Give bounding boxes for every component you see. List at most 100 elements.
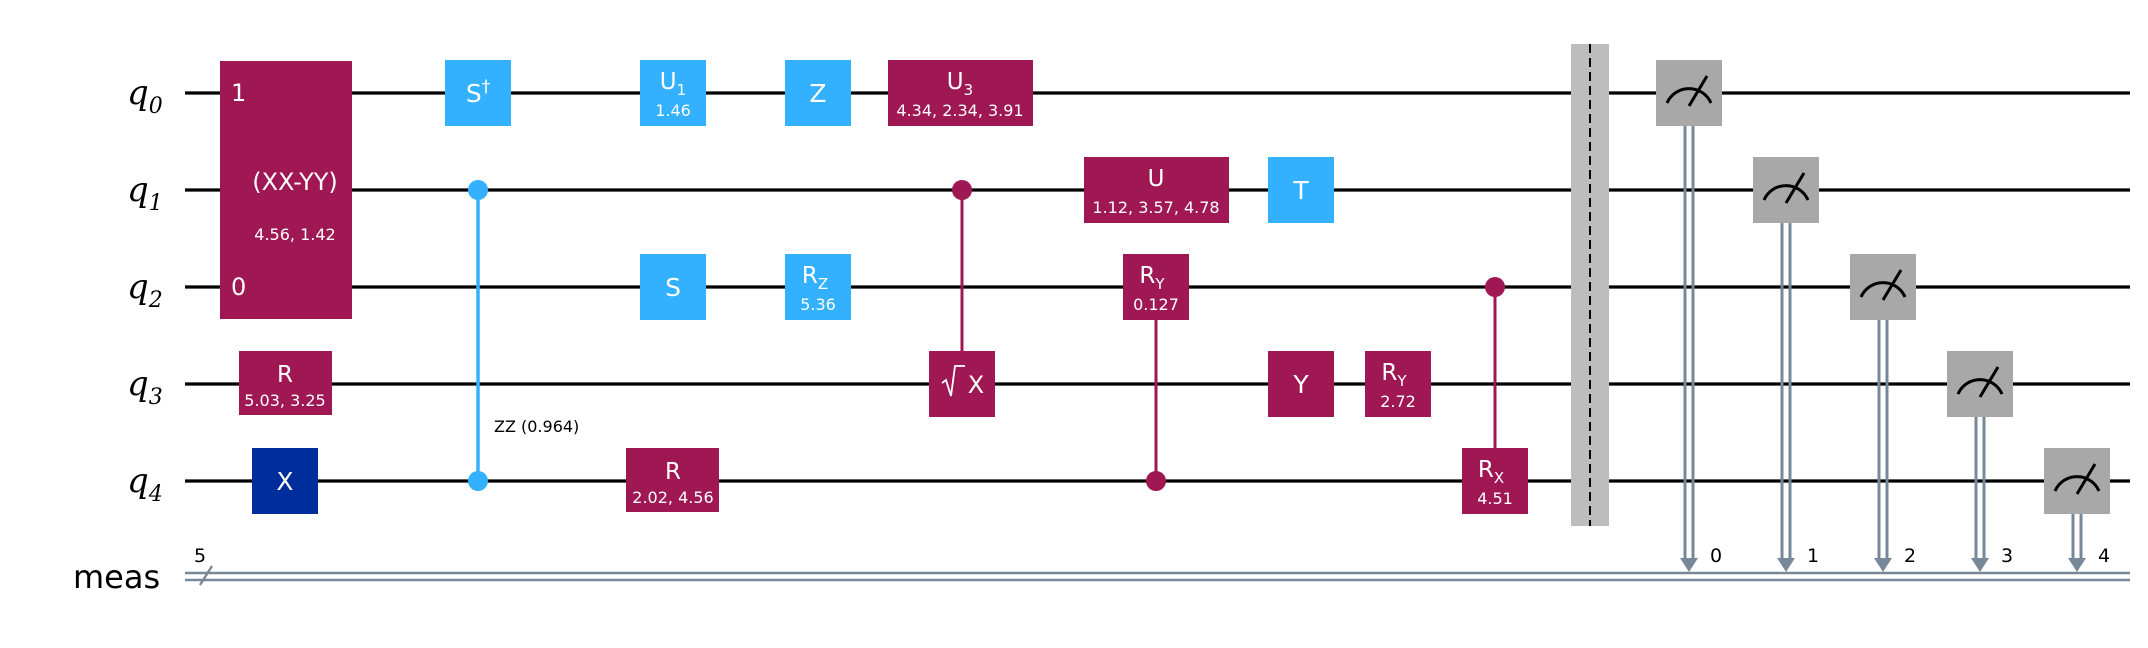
z-gate-q0-name: Z xyxy=(809,79,826,108)
measure-q3-box xyxy=(1947,351,2013,417)
classical-bit-label-2: 2 xyxy=(1904,545,1916,567)
measure-q1-box xyxy=(1753,157,1819,223)
meter-needle-icon xyxy=(1881,269,1903,301)
cry-control-q4 xyxy=(1146,471,1166,491)
z-gate-q0: Z xyxy=(785,60,851,126)
csx-control-q1 xyxy=(952,180,972,200)
u3-gate-q0-params: 4.34, 2.34, 3.91 xyxy=(896,101,1023,120)
xxyy-index-bottom: 0 xyxy=(231,273,246,301)
meter-needle-icon xyxy=(1784,172,1806,204)
qubit-label-q4: q4 xyxy=(127,461,163,507)
sx-gate-q3-name: X xyxy=(968,371,984,399)
r-gate-q4-params: 2.02, 4.56 xyxy=(632,488,713,507)
measure-q3-arrow xyxy=(1971,558,1989,572)
u-gate-q1-box xyxy=(1084,157,1229,223)
r-gate-q4-name: R xyxy=(665,459,681,485)
sqrt-icon xyxy=(941,365,965,397)
qubit-labels: q0 q1 q2 q3 q4 meas xyxy=(73,73,163,596)
measure-q4-box xyxy=(2044,448,2110,514)
xxyy-gate-box xyxy=(220,61,352,319)
classical-bit-label-4: 4 xyxy=(2098,545,2110,567)
u-gate-q1-name: U xyxy=(1148,166,1165,192)
ry-gate-q2-name: RY xyxy=(1139,263,1165,293)
measure-q2: 2 xyxy=(1850,254,1916,572)
x-gate-q4: X xyxy=(252,448,318,514)
crx-gate: RX 4.51 xyxy=(1462,277,1528,514)
meter-needle-icon xyxy=(1978,366,2000,398)
u3-gate-q0-box xyxy=(888,60,1033,126)
rz-gate-q2-name: RZ xyxy=(802,263,828,293)
sx-gate-q3-box xyxy=(929,351,995,417)
classical-bus-slash xyxy=(198,565,214,586)
u3-gate-q0: U3 4.34, 2.34, 3.91 xyxy=(888,60,1033,126)
xxyy-gate: 1 0 (XX-YY) 4.56, 1.42 xyxy=(220,61,352,319)
classical-register-size: 5 xyxy=(194,545,206,567)
y-gate-q3-name: Y xyxy=(1292,370,1309,399)
r-gate-q3: R 5.03, 3.25 xyxy=(239,351,332,415)
measure-q4: 4 xyxy=(2044,448,2110,572)
zz-gate-label: ZZ (0.964) xyxy=(494,417,579,436)
measure-q4-arrow xyxy=(2068,558,2086,572)
zz-control-q1 xyxy=(468,180,488,200)
x-gate-q4-name: X xyxy=(276,467,293,496)
meter-arc-icon xyxy=(1665,87,1713,104)
qubit-label-q3: q3 xyxy=(127,364,163,410)
u1-gate-q0-name: U1 xyxy=(660,69,686,99)
zz-gate: ZZ (0.964) xyxy=(468,180,579,491)
ry-gate-q3: RY 2.72 xyxy=(1365,351,1431,417)
ry-gate-q2-box xyxy=(1123,254,1189,320)
rz-gate-q2-params: 5.36 xyxy=(800,295,836,314)
z-gate-q0-box xyxy=(785,60,851,126)
measure-q1-arrow xyxy=(1777,558,1795,572)
r-gate-q4: R 2.02, 4.56 xyxy=(626,448,719,512)
classical-register: 5 xyxy=(185,545,2130,586)
t-gate-q1-name: T xyxy=(1292,176,1309,205)
classical-register-label: meas xyxy=(73,558,160,596)
sdg-gate-q0-box xyxy=(445,60,511,126)
ry-gate-q3-params: 2.72 xyxy=(1380,392,1416,411)
xxyy-index-top: 1 xyxy=(231,79,246,107)
xxyy-gate-params: 4.56, 1.42 xyxy=(254,225,335,244)
xxyy-gate-name: (XX-YY) xyxy=(252,168,338,196)
qubit-label-q0: q0 xyxy=(127,73,163,119)
ry-gate-q3-box xyxy=(1365,351,1431,417)
r-gate-q3-params: 5.03, 3.25 xyxy=(244,391,325,410)
sdg-gate-q0-name: S† xyxy=(466,77,491,108)
meter-arc-icon xyxy=(1956,378,2004,395)
rx-gate-q4-params: 4.51 xyxy=(1477,489,1513,508)
r-gate-q3-name: R xyxy=(277,362,293,388)
cry-gate: RY 0.127 xyxy=(1123,254,1189,491)
ry-gate-q3-name: RY xyxy=(1381,360,1407,390)
measurements: 0 1 2 3 xyxy=(1656,60,2110,572)
measure-q1: 1 xyxy=(1753,157,1819,572)
u3-gate-q0-name: U3 xyxy=(947,69,973,99)
meter-arc-icon xyxy=(1762,184,1810,201)
measure-q2-box xyxy=(1850,254,1916,320)
r-gate-q4-box xyxy=(626,448,719,512)
s-gate-q2: S xyxy=(640,254,706,320)
u1-gate-q0-box xyxy=(640,60,706,126)
s-gate-q2-name: S xyxy=(665,273,681,302)
meter-needle-icon xyxy=(1687,75,1709,107)
u1-gate-q0: U1 1.46 xyxy=(640,60,706,126)
classical-bit-label-0: 0 xyxy=(1710,545,1722,567)
measure-q0-arrow xyxy=(1680,558,1698,572)
meter-arc-icon xyxy=(1859,281,1907,298)
csx-gate: X xyxy=(929,180,995,417)
qubit-label-q1: q1 xyxy=(127,170,163,216)
y-gate-q3: Y xyxy=(1268,351,1334,417)
r-gate-q3-box xyxy=(239,351,332,415)
rz-gate-q2: RZ 5.36 xyxy=(785,254,851,320)
rx-gate-q4-box xyxy=(1462,448,1528,514)
rz-gate-q2-box xyxy=(785,254,851,320)
zz-control-q4 xyxy=(468,471,488,491)
t-gate-q1: T xyxy=(1268,157,1334,223)
meter-needle-icon xyxy=(2075,463,2097,495)
rx-gate-q4-name: RX xyxy=(1478,457,1504,487)
measure-q0: 0 xyxy=(1656,60,1722,572)
measure-q2-arrow xyxy=(1874,558,1892,572)
u1-gate-q0-params: 1.46 xyxy=(655,101,691,120)
y-gate-q3-box xyxy=(1268,351,1334,417)
qubit-label-q2: q2 xyxy=(127,267,163,313)
